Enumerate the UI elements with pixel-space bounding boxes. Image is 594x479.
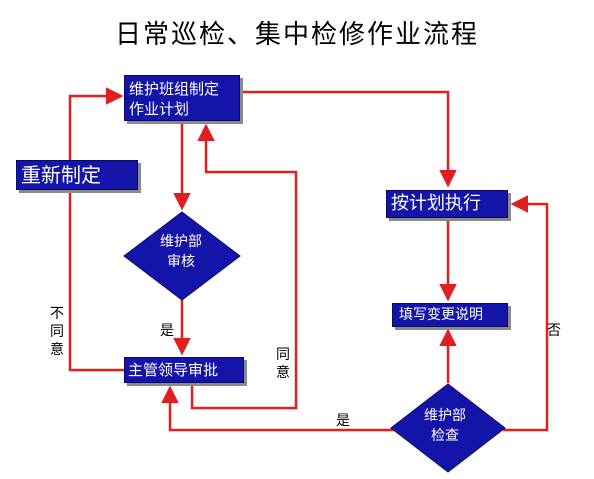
arrow-plan-to-execute (241, 90, 457, 188)
label-yes-review: 是 (160, 323, 174, 339)
diagram-title: 日常巡检、集中检修作业流程 (114, 20, 479, 50)
arrow-approve-to-plan (190, 123, 298, 410)
arrow-check-to-approve (161, 385, 395, 432)
review-diamond (123, 211, 241, 301)
plan-node-line1: 维护班组制定 (129, 80, 220, 98)
arrow-redo-to-plan (68, 87, 124, 160)
check-line2: 检查 (431, 428, 459, 444)
approve-node: 主管领导审批 (124, 357, 244, 383)
change-node: 填写变更说明 (392, 303, 508, 327)
review-diamond-text: 维护部 审核 (136, 232, 226, 272)
check-line1: 维护部 (424, 408, 466, 424)
label-no-check: 否 (547, 323, 561, 339)
label-yes-check: 是 (336, 413, 350, 429)
check-diamond-text: 维护部 检查 (400, 406, 490, 446)
plan-node: 维护班组制定 作业计划 (124, 75, 240, 121)
check-diamond (390, 383, 506, 473)
label-reject: 不同意 (50, 306, 64, 358)
plan-node-line2: 作业计划 (129, 100, 190, 118)
arrow-check-to-execute (503, 195, 549, 432)
arrow-approve-to-redo (68, 191, 124, 372)
review-line2: 审核 (167, 254, 195, 270)
execute-node: 按计划执行 (386, 190, 508, 218)
label-agree: 同意 (276, 347, 290, 381)
review-line1: 维护部 (160, 234, 202, 250)
redo-node: 重新制定 (16, 160, 138, 190)
